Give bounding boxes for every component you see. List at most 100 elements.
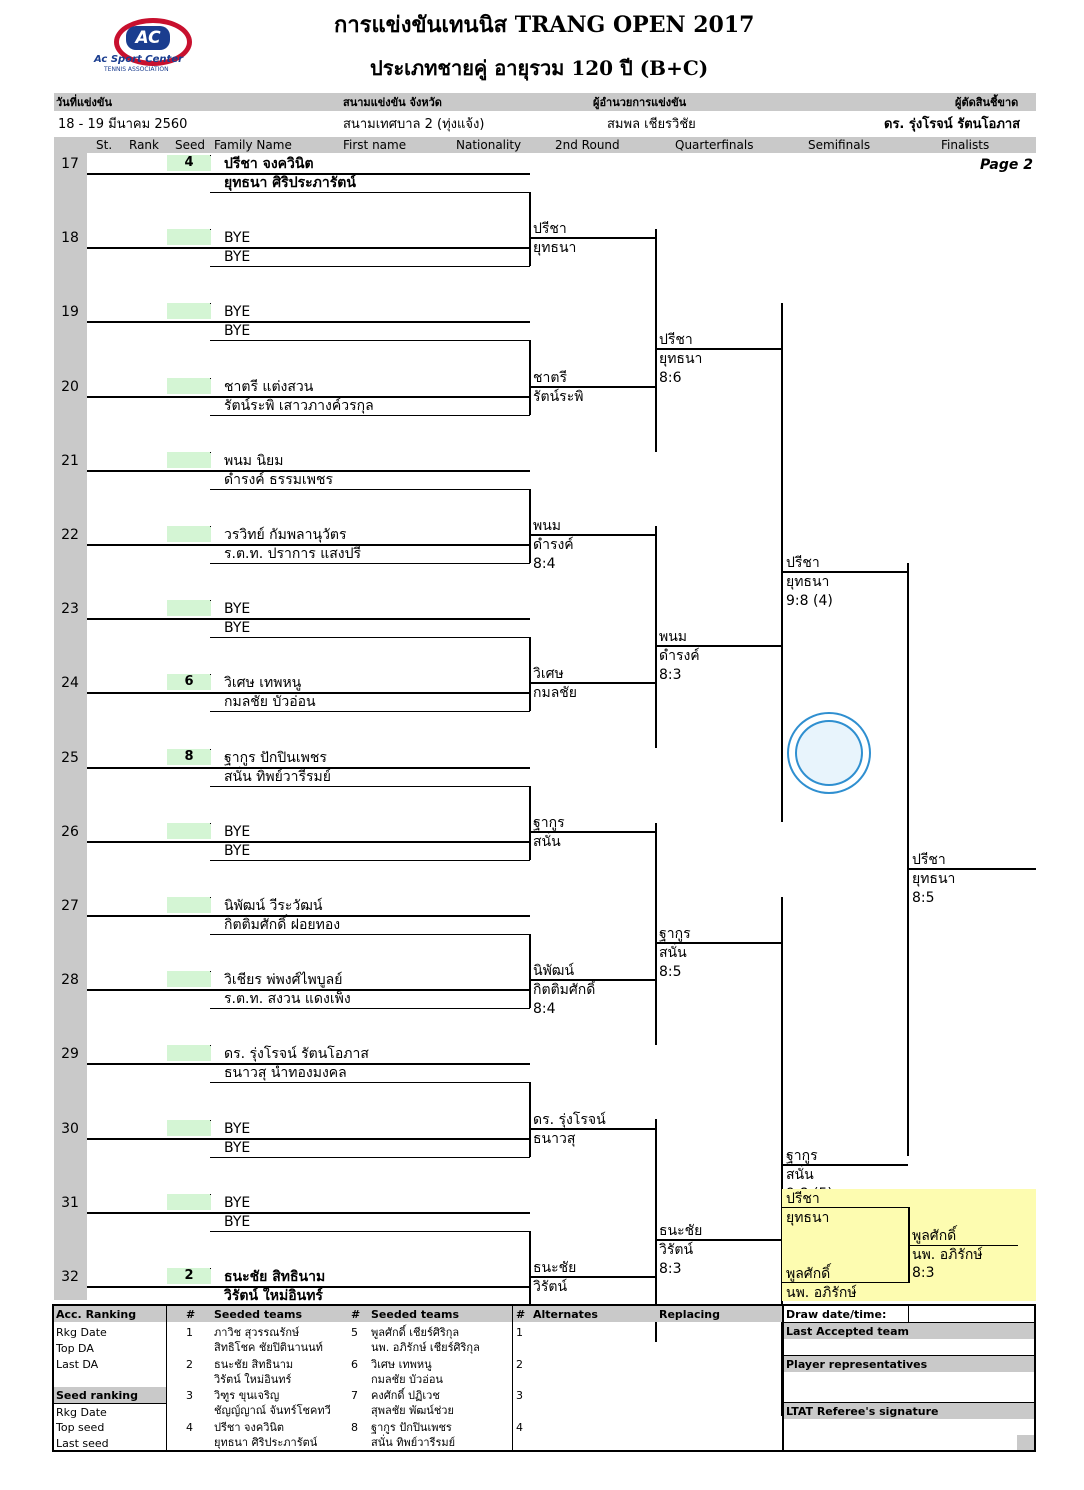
seeded-player-1: ปรีชา จงควินิต <box>214 1421 285 1434</box>
winner-name-1: ฐากูร <box>786 1148 818 1165</box>
seeded-player-1: ภาวิช สุวรรณรักษ์ <box>214 1326 300 1339</box>
bracket-connector <box>655 229 657 452</box>
seed-number: 3 <box>186 1389 193 1402</box>
winner-line <box>655 941 782 944</box>
seed-box: 2 <box>167 1268 211 1284</box>
player-2-name: ยุทธนา ศิริประภารัตน์ <box>224 175 356 191</box>
winner-name-1: พนม <box>533 517 562 534</box>
entry-line <box>210 600 211 602</box>
player-2-name: รัตน์ระพิ เสาวภางค์วรกุล <box>224 397 374 414</box>
alternate-number: 2 <box>516 1358 523 1371</box>
entry-line <box>210 637 530 639</box>
entry-line <box>87 321 530 324</box>
champion-line <box>907 867 1036 870</box>
bottom-rule <box>784 1322 1034 1323</box>
seeded-player-2: ยุทธนา ศิริประภารัตน์ <box>214 1436 318 1449</box>
seed-box <box>167 526 211 542</box>
bottom-divider <box>166 1306 167 1450</box>
player-2-name: ร.ต.ท. สงวน แดงเพ็ง <box>224 991 351 1008</box>
player-1-name: BYE <box>224 823 251 840</box>
winner-name-2: กมลชัย <box>533 685 577 702</box>
entry-line <box>210 971 211 973</box>
player-1-name: BYE <box>224 601 251 618</box>
draw-number: 19 <box>61 304 79 321</box>
last-da-label: Last DA <box>56 1358 99 1371</box>
match-score: 8:4 <box>533 555 556 572</box>
winner-name-2: ยุทธนา <box>533 240 577 257</box>
winner-line <box>529 1275 656 1278</box>
seed-box <box>167 897 211 913</box>
seeded-player-1: ธนะชัย สิทธินาม <box>214 1358 294 1371</box>
other-a1: ปรีชา <box>786 1191 820 1207</box>
bottom-header-bar <box>54 1306 782 1322</box>
seeded-teams-label: Seeded teams <box>371 1308 460 1321</box>
winner-name-2: วิรัตน์ <box>533 1278 568 1295</box>
draw-number-column <box>54 153 87 1300</box>
logo-subtext: TENNIS ASSOCIATION <box>104 66 169 73</box>
bottom-rule <box>784 1402 1034 1403</box>
seeded-player-2: กมลชัย บัวอ่อน <box>371 1373 443 1386</box>
match-score: 8:4 <box>533 1001 556 1018</box>
entry-line <box>210 192 530 193</box>
draw-number: 32 <box>61 1269 79 1285</box>
logo-mark: AC <box>126 26 170 50</box>
bracket-connector <box>655 822 657 1046</box>
winner-line <box>781 1164 908 1167</box>
entry-line <box>210 303 211 305</box>
logo-ring <box>114 18 192 66</box>
player-1-name: วิเศษ เทพหนู <box>224 675 302 692</box>
alternates-label: Alternates <box>533 1308 598 1321</box>
entry-line <box>210 451 211 453</box>
other-b1: พูลศักดิ์ <box>786 1266 831 1282</box>
winner-name-1: ปรีชา <box>533 221 567 238</box>
replacing-label: Replacing <box>659 1308 720 1321</box>
hash-label: # <box>516 1308 526 1321</box>
winner-line <box>529 533 656 536</box>
entry-line <box>210 1045 211 1047</box>
bracket-connector <box>655 1119 657 1342</box>
entry-line <box>87 1137 530 1140</box>
alternate-number: 4 <box>516 1421 523 1434</box>
bracket-connector <box>529 488 531 563</box>
winner-line <box>529 682 656 685</box>
bracket-connector <box>529 637 531 712</box>
player-2-name: ดำรงค์ ธรรมเพชร <box>224 471 333 488</box>
last-accepted-label: Last Accepted team <box>786 1325 909 1338</box>
seeded-teams-label: Seeded teams <box>214 1308 303 1321</box>
player-2-name: สนั่น ทิพย์วารีรมย์ <box>224 768 331 785</box>
seeded-player-1: คงศักดิ์ ปฏิเวช <box>371 1389 440 1402</box>
other-w1: พูลศักดิ์ <box>912 1228 957 1244</box>
draw-date-label: Draw date/time: <box>786 1308 887 1321</box>
entry-line <box>87 173 530 175</box>
bottom-top-rule <box>52 1304 1036 1306</box>
entry-line <box>210 488 530 490</box>
player-2-name: กมลชัย บัวอ่อน <box>224 694 316 711</box>
final-score: 8:5 <box>912 889 935 906</box>
draw-number: 18 <box>61 230 79 247</box>
col-first: First name <box>343 138 407 152</box>
seed-box <box>167 303 211 320</box>
col-semifinals: Semifinals <box>808 138 871 152</box>
draw-number: 22 <box>61 527 79 543</box>
draw-number: 24 <box>61 675 79 692</box>
winner-name-2: รัตน์ระพิ <box>533 388 584 405</box>
winner-line <box>529 979 656 982</box>
winner-name-1: ชาตรี <box>533 369 567 386</box>
seed-box <box>167 451 211 468</box>
draw-number: 28 <box>61 972 79 989</box>
column-header-bar <box>54 137 1036 153</box>
other-line <box>910 1245 1018 1246</box>
seeded-player-2: นพ. อภิรักษ์ เชียร์ศิริกุล <box>371 1341 480 1354</box>
winner-line <box>655 645 782 648</box>
seed-box: 4 <box>167 155 211 171</box>
entry-line <box>87 915 530 917</box>
alternate-number: 1 <box>516 1326 523 1339</box>
match-score: 8:3 <box>659 667 682 684</box>
seed-box <box>167 971 211 988</box>
last-seed-label: Last seed <box>56 1437 109 1450</box>
top-seed-label: Top seed <box>56 1421 105 1434</box>
seeded-player-2: วิรัตน์ ใหม่อินทร์ <box>214 1373 292 1386</box>
last-accepted-bar <box>784 1323 1034 1339</box>
draw-number: 27 <box>61 898 79 914</box>
col-finalists: Finalists <box>941 138 990 152</box>
